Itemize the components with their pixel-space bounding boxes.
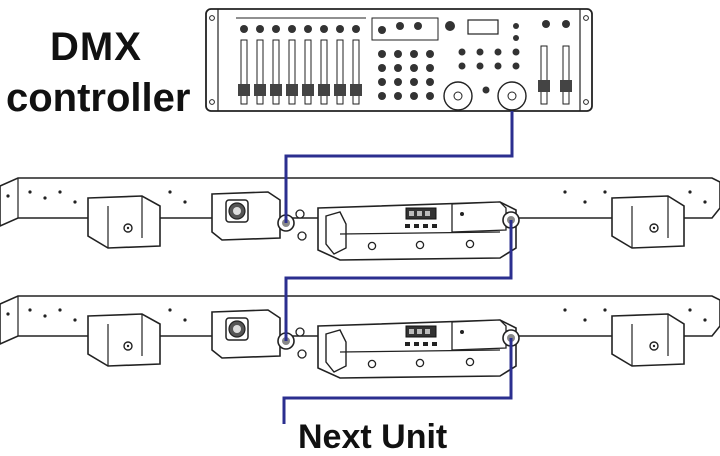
dmx-cable-bar2-to-next — [282, 338, 513, 424]
dmx-cable-controller-to-bar1 — [284, 111, 514, 223]
next-unit-label: Next Unit — [298, 418, 448, 456]
light-bar-2 — [0, 295, 720, 379]
controller-label: controller — [6, 76, 191, 120]
dmx-label: DMX — [50, 25, 142, 69]
dmx-cables — [282, 111, 514, 424]
light-bar-1 — [0, 177, 720, 261]
dmx-cable-bar1-to-bar2 — [284, 220, 513, 341]
dmx-controller-icon — [205, 8, 593, 112]
